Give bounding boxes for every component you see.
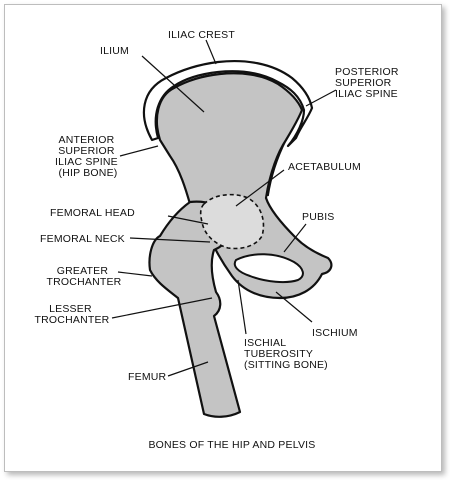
leader-femoral-neck [129, 237, 211, 243]
label-femoral-head: FEMORAL HEAD [50, 207, 135, 219]
label-iliac-crest: ILIAC CREST [168, 29, 235, 41]
label-lesser-trochanter: LESSER TROCHANTER [35, 303, 110, 326]
obturator-foramen [233, 253, 304, 284]
leader-posterior-superior-iliac-spine [305, 89, 337, 107]
label-posterior-superior-iliac-spine: POSTERIOR SUPERIOR ILIAC SPINE [335, 66, 402, 100]
label-ilium: ILIUM [100, 45, 129, 57]
iliac-crest-rim [142, 59, 314, 148]
acetabulum-shape [199, 193, 265, 250]
label-ischium: ISCHIUM [312, 327, 358, 339]
label-pubis: PUBIS [302, 211, 335, 223]
leader-acetabulum [235, 169, 285, 207]
leader-femur [167, 361, 209, 377]
leader-lesser-trochanter [111, 297, 213, 319]
label-ischial-tuberosity: ISCHIAL TUBEROSITY (SITTING BONE) [244, 337, 328, 371]
leader-iliac-crest [205, 39, 217, 65]
label-acetabulum: ACETABULUM [288, 161, 361, 173]
leader-ilium [141, 55, 205, 113]
leader-pubis [283, 223, 307, 253]
label-femur: FEMUR [128, 371, 167, 383]
leader-ischium [275, 291, 313, 323]
label-femoral-neck: FEMORAL NECK [40, 233, 125, 245]
figure-caption: BONES OF THE HIP AND PELVIS [148, 439, 315, 451]
leader-ischial-tuberosity [237, 279, 247, 335]
label-anterior-superior-iliac-spine: ANTERIOR SUPERIOR ILIAC SPINE (HIP BONE) [55, 134, 121, 179]
leader-greater-trochanter [117, 271, 153, 277]
leader-anterior-superior-iliac-spine [119, 145, 159, 157]
leader-femoral-head [167, 215, 209, 225]
label-greater-trochanter: GREATER TROCHANTER [47, 265, 122, 288]
posterior-notch [267, 139, 287, 197]
